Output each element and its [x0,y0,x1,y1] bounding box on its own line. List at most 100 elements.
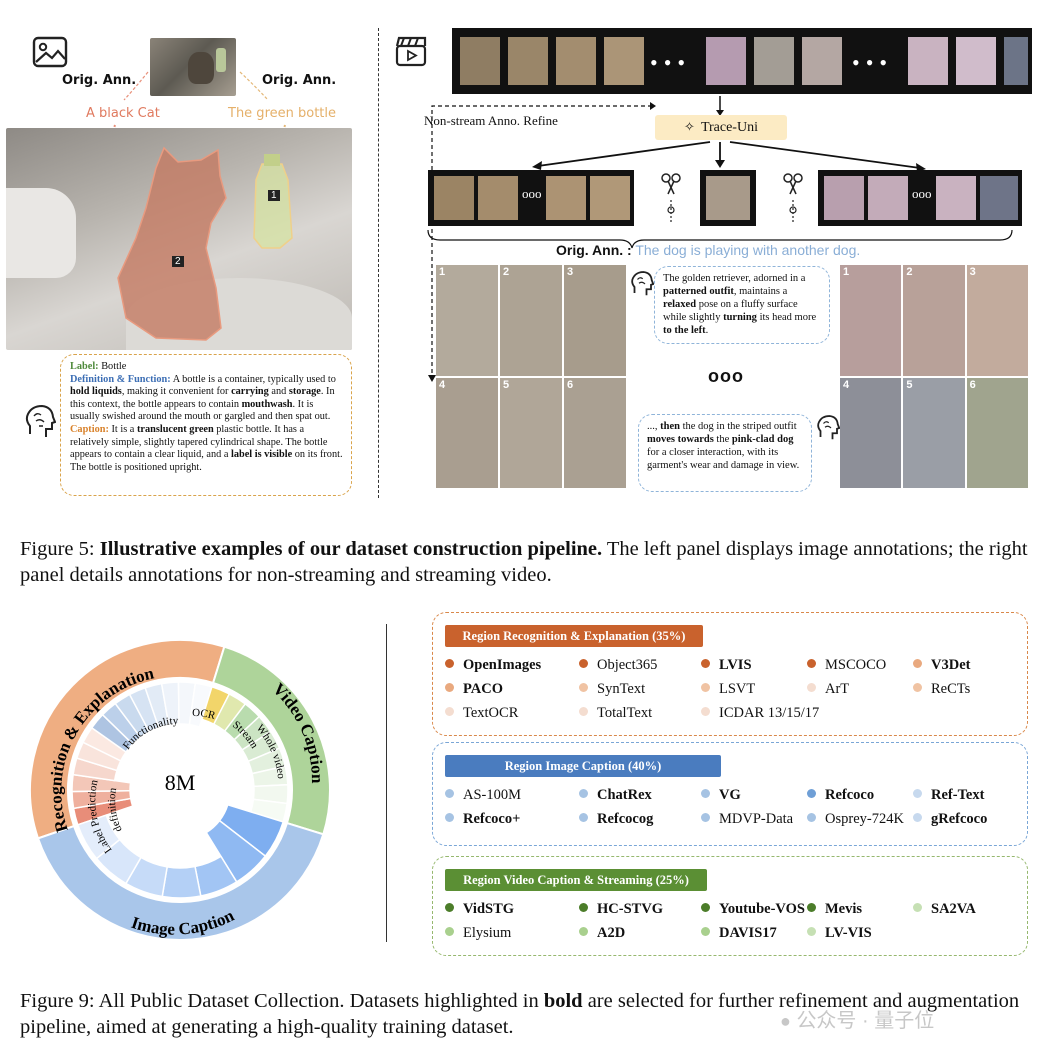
caption-bubble-2: ..., then the dog in the striped outfit … [638,414,812,492]
bubble2-bold-2: moves towards [647,434,714,445]
dataset-item: DAVIS17 [701,925,777,942]
dataset-dot [445,683,454,692]
dataset-dot [913,813,922,822]
grid-frame: 4 [840,377,902,488]
dataset-item: PACO [445,681,503,698]
dataset-name: ChatRex [597,787,652,803]
def-bold-1: hold liquids [70,386,122,398]
dataset-name: LSVT [719,681,756,697]
dataset-item: TotalText [579,705,652,722]
wechat-icon: ● [780,1011,791,1031]
mask-label-2: 2 [172,256,184,267]
cap-bold-1: translucent green [136,423,214,435]
dataset-dot [701,683,710,692]
bubble1-bold-2: relaxed [663,299,697,310]
dataset-dot [807,683,816,692]
grid-frame: 1 [436,265,498,376]
scissors-icon [783,173,803,222]
frame-number: 5 [906,378,913,391]
dataset-name: VG [719,787,741,803]
dataset-name: HC-STVG [597,901,664,917]
segmented-photo: 1 2 [6,128,352,350]
dataset-name: gRefcoco [931,811,988,827]
dataset-item: TextOCR [445,705,518,722]
dataset-item: LVIS [701,657,752,674]
dataset-name: OpenImages [463,657,542,673]
fig9-caption-rest: are selected for further refinement and … [20,990,1020,1038]
dataset-item: Object365 [579,657,657,674]
dataset-item: HC-STVG [579,901,663,918]
dataset-dot [579,813,588,822]
dataset-item: MSCOCO [807,657,886,674]
watermark-text: 公众号 · 量子位 [796,1010,935,1032]
brain-head-icon [631,271,654,296]
dataset-dot [701,707,710,716]
dataset-item: AS-100M [445,787,521,804]
dataset-panel: Region Image Caption (40%) AS-100M ChatRex… [432,742,1028,846]
grid-frame: 6 [966,377,1028,488]
dataset-item: Refcoco [807,787,874,804]
dataset-item: OpenImages [445,657,541,674]
trace-uni-icon: ✧ [684,120,695,135]
dataset-dot [579,927,588,936]
def-text-5: . It is usually swished around the mouth… [70,398,331,423]
dataset-dot [701,813,710,822]
frame-number: 2 [906,266,913,278]
original-image-thumbnail [150,38,236,96]
def-text-3: and [271,386,287,398]
grid-frame: 5 [903,377,965,488]
clip-group-1: ooo [428,170,634,226]
dataset-name: ReCTs [931,681,971,697]
dataset-dot [807,813,816,822]
dataset-item: V3Det [913,657,970,674]
grid-frame: 5 [500,377,562,488]
dataset-item: SA2VA [913,901,976,918]
dataset-dot [701,927,710,936]
dataset-name: Refcoco+ [463,811,521,827]
dataset-dot [579,683,588,692]
dataset-item: gRefcoco [913,811,987,828]
inner-label-ocr: OCR [192,707,217,722]
caption-title: Caption: [70,423,109,435]
grid-frame: 3 [564,265,626,376]
dataset-name: TextOCR [463,705,519,721]
dataset-name: Refcocog [597,811,654,827]
cap-text-1: It is a [111,423,135,435]
figure-5-caption: Figure 5: Illustrative examples of our d… [20,536,1044,588]
dataset-dot [579,659,588,668]
dataset-item: Refcocog [579,811,653,828]
fig5-caption-rest: The left panel displays image annotation… [20,538,1028,586]
dataset-dot [445,707,454,716]
orig-ann-video-label: Orig. Ann. : [556,242,632,258]
dataset-dot [807,927,816,936]
def-text-1: A bottle is a container, typically used … [172,373,336,385]
dataset-item: Mevis [807,901,862,918]
frame-number: 6 [567,378,574,391]
dataset-item: Youtube-VOS [701,901,805,918]
film-strip: ••• ••• [452,28,1032,94]
dataset-name: LVIS [719,657,752,673]
dataset-name: SynText [597,681,646,697]
frame-grid-right: 1 2 3 4 5 6 [840,265,1028,488]
dataset-dot [807,789,816,798]
dataset-item: SynText [579,681,645,698]
dataset-item: VidSTG [445,901,514,918]
dataset-item: ICDAR 13/15/17 [701,705,819,722]
dataset-dot [913,903,922,912]
dataset-item: VG [701,787,741,804]
dataset-dot [579,707,588,716]
bubble1-text-d: pose on a fluffy surface while slightly [663,299,798,323]
clip-group-3: ooo [818,170,1022,226]
bubble1-bold-1: patterned outfit [663,286,734,297]
bubble2-bold-3: pink-clad dog [731,434,794,445]
ellipsis-circles: ooo [708,366,744,386]
def-bold-3: storage [288,386,321,398]
dataset-panel-title: Region Image Caption (40%) [445,755,721,777]
image-icon [32,36,68,68]
bubble1-text-c: , maintains a [733,286,788,297]
trace-uni-box: ✧Trace-Uni [655,115,787,140]
def-bold-2: carrying [231,386,269,398]
dataset-dot [701,903,710,912]
dataset-name: ICDAR 13/15/17 [719,705,820,721]
dataset-name: Osprey-724K [825,811,904,827]
